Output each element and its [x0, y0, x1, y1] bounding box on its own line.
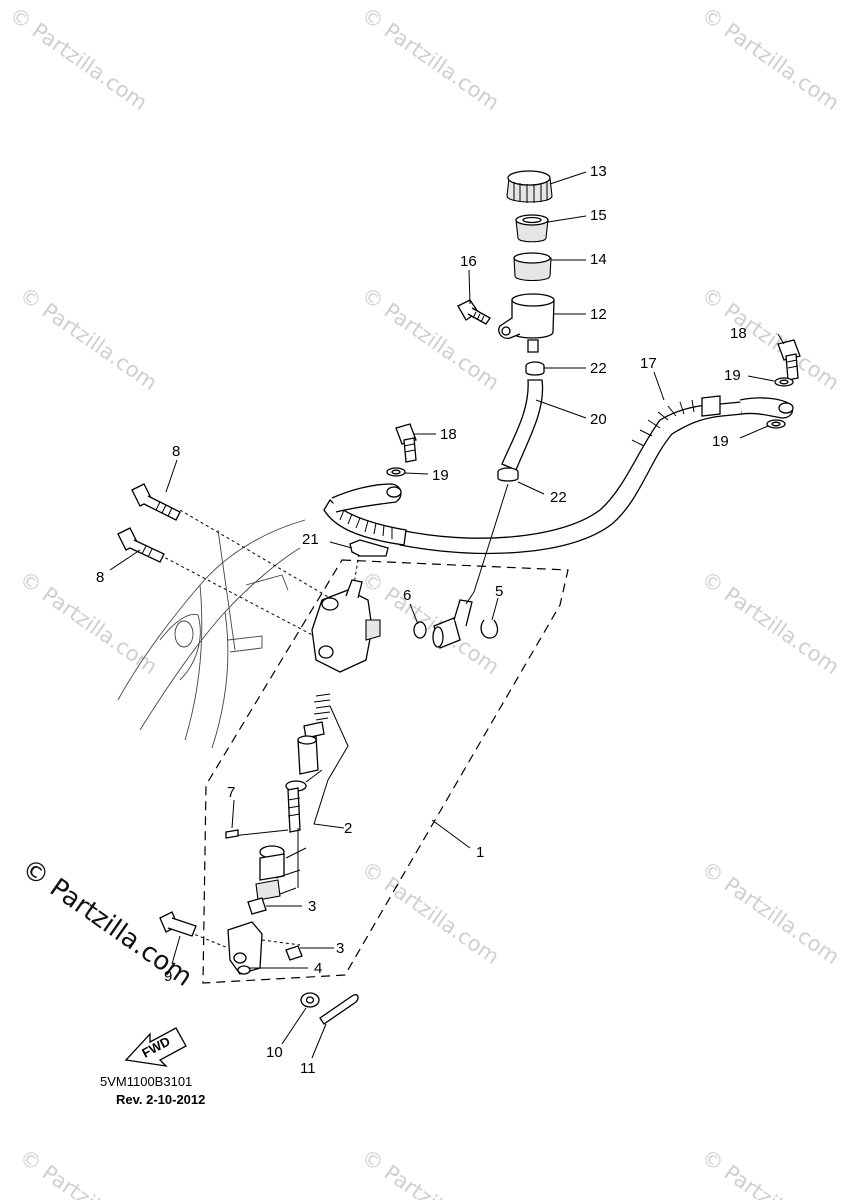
diaphragm-plate: [515, 214, 549, 243]
revision-date: Rev. 2-10-2012: [116, 1092, 205, 1107]
circlip: [480, 619, 499, 639]
drawing-code: 5VM1100B3101: [100, 1074, 192, 1089]
callout-18: 18: [730, 325, 747, 342]
fwd-arrow-icon: FWD: [124, 1027, 187, 1067]
guide-lines: [159, 509, 361, 949]
watermark: © Partzilla.com: [357, 2, 504, 115]
reservoir-cap: [506, 170, 553, 203]
hose-guide: [349, 539, 389, 557]
o-ring: [413, 621, 427, 639]
watermark: © Partzilla.com: [697, 566, 844, 679]
watermark: © Partzilla.com: [5, 2, 152, 115]
mounting-bolt-upper: [131, 483, 181, 521]
callout-3: 3: [308, 898, 316, 915]
callout-17: 17: [640, 355, 657, 372]
callout-21: 21: [302, 531, 319, 548]
cotter-pin-small: [225, 829, 239, 839]
callout-9: 9: [164, 968, 172, 985]
callout-2: 2: [344, 820, 352, 837]
hose-joint: [432, 599, 473, 649]
brake-hose: [323, 395, 794, 554]
callout-13: 13: [590, 163, 607, 180]
leader-lines: [109, 171, 785, 1059]
callout-20: 20: [590, 411, 607, 428]
piston-kit: [231, 693, 331, 915]
callout-labels: 13 15 14 16 12 18 22 17 19 20 19 18 19 2…: [96, 163, 747, 1077]
watermark: © Partzilla.com: [697, 282, 844, 395]
callout-12: 12: [590, 306, 607, 323]
callout-1: 1: [476, 844, 484, 861]
plain-washer: [300, 992, 320, 1008]
watermark: © Partzilla.com: [697, 1144, 844, 1200]
callout-3: 3: [336, 940, 344, 957]
callout-22: 22: [590, 360, 607, 377]
callout-8: 8: [172, 443, 180, 460]
watermark: © Partzilla.com: [697, 856, 844, 969]
callout-7: 7: [227, 784, 235, 801]
watermark: © Partzilla.com: [15, 1144, 162, 1200]
callout-19: 19: [724, 367, 741, 384]
callout-15: 15: [590, 207, 607, 224]
callout-14: 14: [590, 251, 607, 268]
callout-4: 4: [314, 960, 322, 977]
callout-6: 6: [403, 587, 411, 604]
callout-22: 22: [550, 489, 567, 506]
frame-outline: [117, 519, 306, 749]
mounting-bolt-lower: [117, 527, 165, 563]
callout-11: 11: [300, 1060, 316, 1077]
union-bolt-left: [395, 423, 417, 463]
union-bolt-right: [777, 339, 801, 381]
reservoir-tank: [498, 293, 555, 353]
callout-10: 10: [266, 1044, 283, 1061]
washer-left: [386, 467, 406, 477]
master-cylinder-body: [311, 579, 381, 673]
assembly-outline: [202, 559, 569, 984]
washer-right-lower: [766, 419, 786, 429]
clevis: [227, 921, 303, 975]
reservoir-hose: [501, 379, 544, 471]
hose-clip-lower: [497, 467, 519, 482]
callout-8: 8: [96, 569, 104, 586]
watermark: © Partzilla.com: [15, 282, 162, 395]
cotter-pin: [319, 994, 359, 1025]
clevis-pin: [159, 911, 197, 937]
washer-right-upper: [774, 377, 794, 387]
callout-5: 5: [495, 583, 503, 600]
callout-16: 16: [460, 253, 477, 270]
callout-19: 19: [712, 433, 729, 450]
watermark: © Partzilla.com: [357, 1144, 504, 1200]
callout-19: 19: [432, 467, 449, 484]
watermark-layer: © Partzilla.com © Partzilla.com © Partzi…: [5, 2, 844, 1200]
screw-bolt: [457, 299, 491, 325]
watermark: © Partzilla.com: [357, 282, 504, 395]
diaphragm: [513, 252, 552, 282]
watermark: © Partzilla.com: [357, 856, 504, 969]
hose-clip-upper: [525, 361, 545, 376]
watermark: © Partzilla.com: [697, 2, 844, 115]
callout-18: 18: [440, 426, 457, 443]
watermark: © Partzilla.com: [15, 566, 162, 679]
